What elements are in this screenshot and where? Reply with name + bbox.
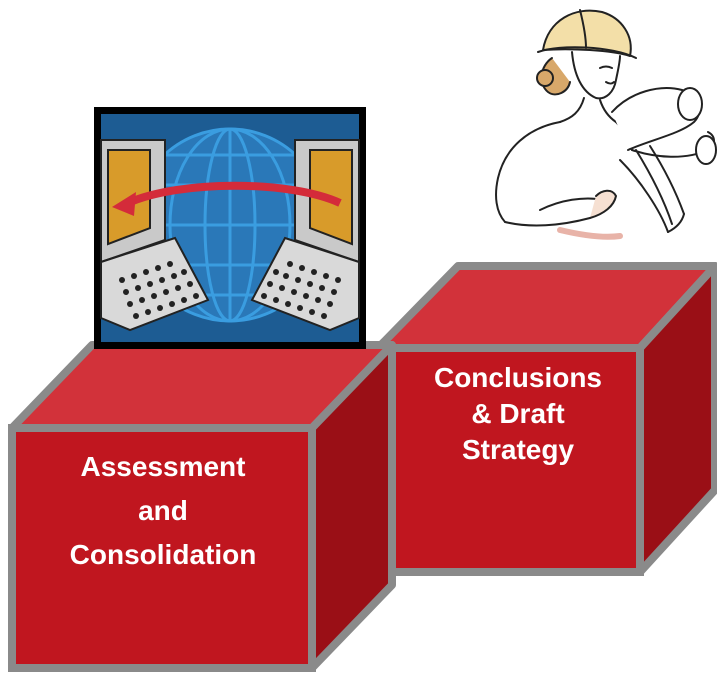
box-conclusions: [374, 262, 717, 576]
conclusions-label-line-1: Conclusions: [433, 362, 602, 393]
assessment-label-line-2: and: [138, 495, 188, 526]
box-assessment: [8, 341, 396, 672]
assessment-label-line-1: Assessment: [80, 451, 246, 482]
assessment-label: Assessment and Consolidation: [28, 445, 298, 577]
assessment-label-line-3: Consolidation: [69, 539, 257, 570]
conclusions-label-line-3: Strategy: [461, 434, 575, 465]
conclusions-label-line-2: & Draft: [471, 398, 565, 429]
conclusions-label: Conclusions & Draft Strategy: [398, 360, 638, 468]
network-exchange-icon: [94, 107, 366, 349]
box-assessment-front: [8, 424, 316, 672]
engineer-with-blueprints-icon: [495, 9, 717, 240]
